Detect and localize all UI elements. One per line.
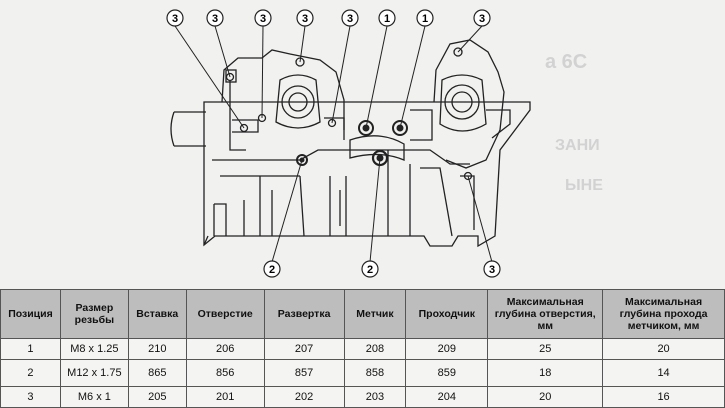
table-cell: 206 [185, 338, 265, 360]
table-cell: 865 [127, 359, 187, 387]
svg-text:1: 1 [422, 13, 428, 25]
table-cell: 202 [263, 386, 345, 408]
callout-3-c: 3 [254, 9, 272, 27]
callout-3-b: 3 [206, 9, 224, 27]
table-cell: 207 [263, 338, 345, 360]
table-cell: 203 [343, 386, 407, 408]
header-thread-size: Размер резьбы [59, 289, 129, 339]
table-cell: 208 [343, 338, 407, 360]
cylinder-head-diagram: а 6С ЗАНИ ЫНЕ [166, 9, 603, 278]
table-cell: 210 [127, 338, 187, 360]
table-cell: 16 [602, 386, 725, 408]
svg-text:3: 3 [302, 13, 308, 25]
svg-text:2: 2 [269, 264, 275, 276]
bg-text-fragment: а 6С [545, 51, 587, 73]
table-cell: 25 [487, 338, 604, 360]
header-hole: Отверстие [185, 289, 265, 339]
svg-text:3: 3 [172, 13, 178, 25]
table-cell: 2 [0, 359, 61, 387]
header-max-tap-depth: Максимальная глубина прохода метчиком, м… [602, 289, 725, 339]
header-drift: Проходчик [405, 289, 489, 339]
header-insert: Вставка [127, 289, 187, 339]
table-cell: 201 [185, 386, 265, 408]
svg-text:1: 1 [384, 13, 390, 25]
svg-text:3: 3 [479, 13, 485, 25]
table-cell: 858 [343, 359, 407, 387]
table-cell: 857 [263, 359, 345, 387]
callout-3-f: 3 [473, 9, 491, 27]
svg-text:2: 2 [367, 264, 373, 276]
table-row: 2 M12 x 1.75 865 856 857 858 859 18 14 [0, 359, 725, 387]
table-cell: M8 x 1.25 [59, 338, 129, 360]
bg-text-fragment: ЗАНИ [555, 137, 600, 154]
table-cell: 20 [487, 386, 604, 408]
table-header-row: Позиция Размер резьбы Вставка Отверстие … [0, 289, 725, 339]
svg-text:3: 3 [347, 13, 353, 25]
callout-2-a: 2 [263, 260, 281, 278]
svg-text:3: 3 [212, 13, 218, 25]
header-position: Позиция [0, 289, 61, 339]
bg-text-fragment: ЫНЕ [565, 177, 603, 194]
header-reamer: Развертка [263, 289, 345, 339]
table-row: 3 M6 x 1 205 201 202 203 204 20 16 [0, 386, 725, 408]
table-cell: 20 [602, 338, 725, 360]
callout-3-g: 3 [483, 260, 501, 278]
callout-3-e: 3 [341, 9, 359, 27]
table-cell: M6 x 1 [59, 386, 129, 408]
callout-3-a: 3 [166, 9, 184, 27]
svg-text:3: 3 [260, 13, 266, 25]
callout-1-b: 1 [416, 9, 434, 27]
table-cell: 204 [405, 386, 489, 408]
table-cell: 209 [405, 338, 489, 360]
table-cell: M12 x 1.75 [59, 359, 129, 387]
callout-1-a: 1 [378, 9, 396, 27]
leader-lines [174, 25, 493, 263]
callout-2-b: 2 [361, 260, 379, 278]
table-row: 1 M8 x 1.25 210 206 207 208 209 25 20 [0, 338, 725, 360]
table-cell: 1 [0, 338, 61, 360]
table-cell: 18 [487, 359, 604, 387]
svg-text:3: 3 [489, 264, 495, 276]
cylinder-head-drawing [170, 39, 531, 248]
header-tap: Метчик [343, 289, 407, 339]
table-cell: 205 [127, 386, 187, 408]
callout-3-d: 3 [296, 9, 314, 27]
header-max-hole-depth: Максимальная глубина отверстия, мм [487, 289, 604, 339]
spec-table: Позиция Размер резьбы Вставка Отверстие … [0, 289, 725, 408]
table-cell: 14 [602, 359, 725, 387]
table-cell: 856 [185, 359, 265, 387]
table-cell: 3 [0, 386, 61, 408]
table-cell: 859 [405, 359, 489, 387]
